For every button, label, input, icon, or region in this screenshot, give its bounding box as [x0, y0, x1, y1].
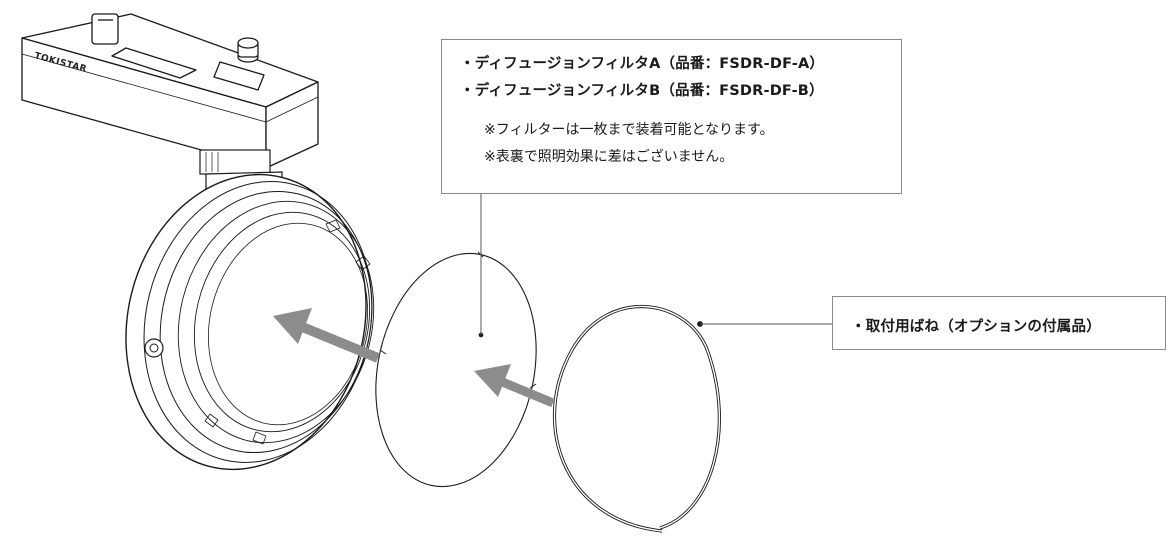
filter-notes: ※フィルターは一枚まで装着可能となります。 ※表裏で照明効果に差はございません。	[460, 117, 901, 171]
insert-arrow-small	[474, 364, 555, 408]
spring-callout: ・取付用ばね（オプションの付属品）	[832, 296, 1166, 350]
spring-label: ・取付用ばね（オプションの付属品）	[851, 319, 1101, 335]
filter-a-label: ・ディフュージョンフィルタA（品番：FSDR-DF-A）	[460, 56, 825, 72]
mounting-spring	[552, 304, 721, 533]
filter-callout: ・ディフュージョンフィルタA（品番：FSDR-DF-A） ・ディフュージョンフィ…	[441, 39, 902, 194]
filter-b-label: ・ディフュージョンフィルタB（品番：FSDR-DF-B）	[460, 83, 824, 99]
diffusion-filter	[375, 251, 537, 488]
lamp-head	[125, 173, 375, 471]
arrow-shaft-small	[498, 376, 555, 408]
arrow-shaft-large	[298, 321, 380, 363]
track-adapter	[21, 13, 319, 169]
filter-note-reversible: ※表裏で照明効果に差はございません。	[484, 149, 734, 165]
insert-arrow-large	[273, 308, 380, 363]
arrow-head-small	[474, 364, 511, 397]
filter-note-one-only: ※フィルターは一枚まで装着可能となります。	[484, 122, 774, 138]
arrow-head-large	[273, 308, 312, 344]
